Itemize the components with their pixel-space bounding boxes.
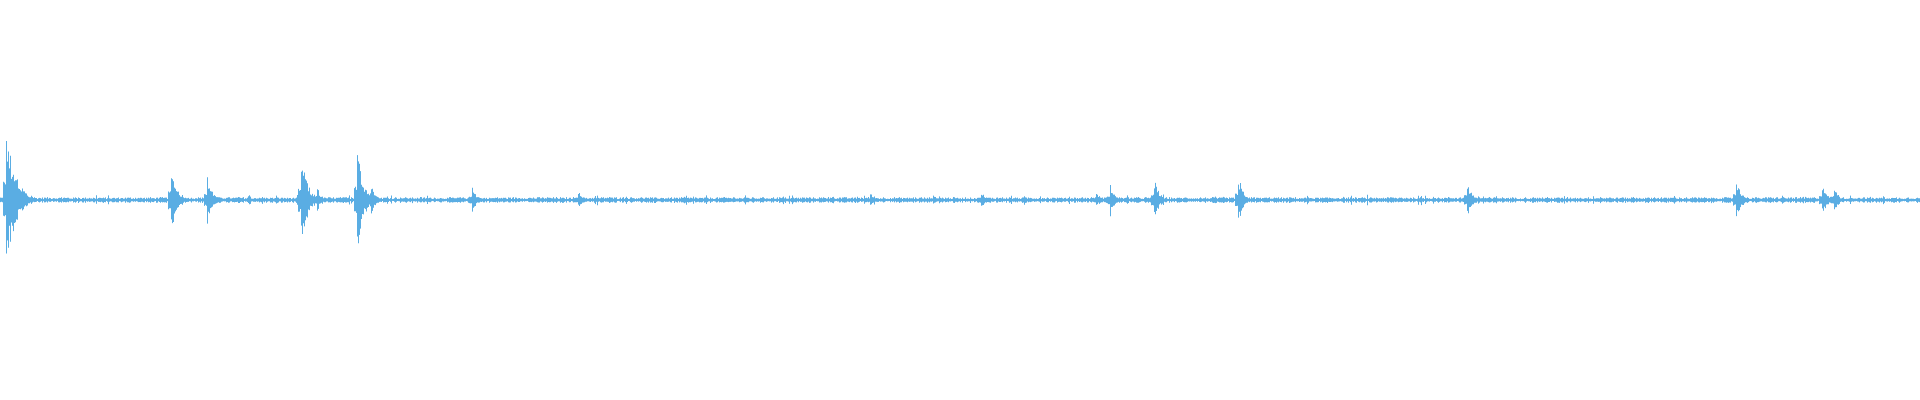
waveform-trace [0, 141, 1920, 254]
